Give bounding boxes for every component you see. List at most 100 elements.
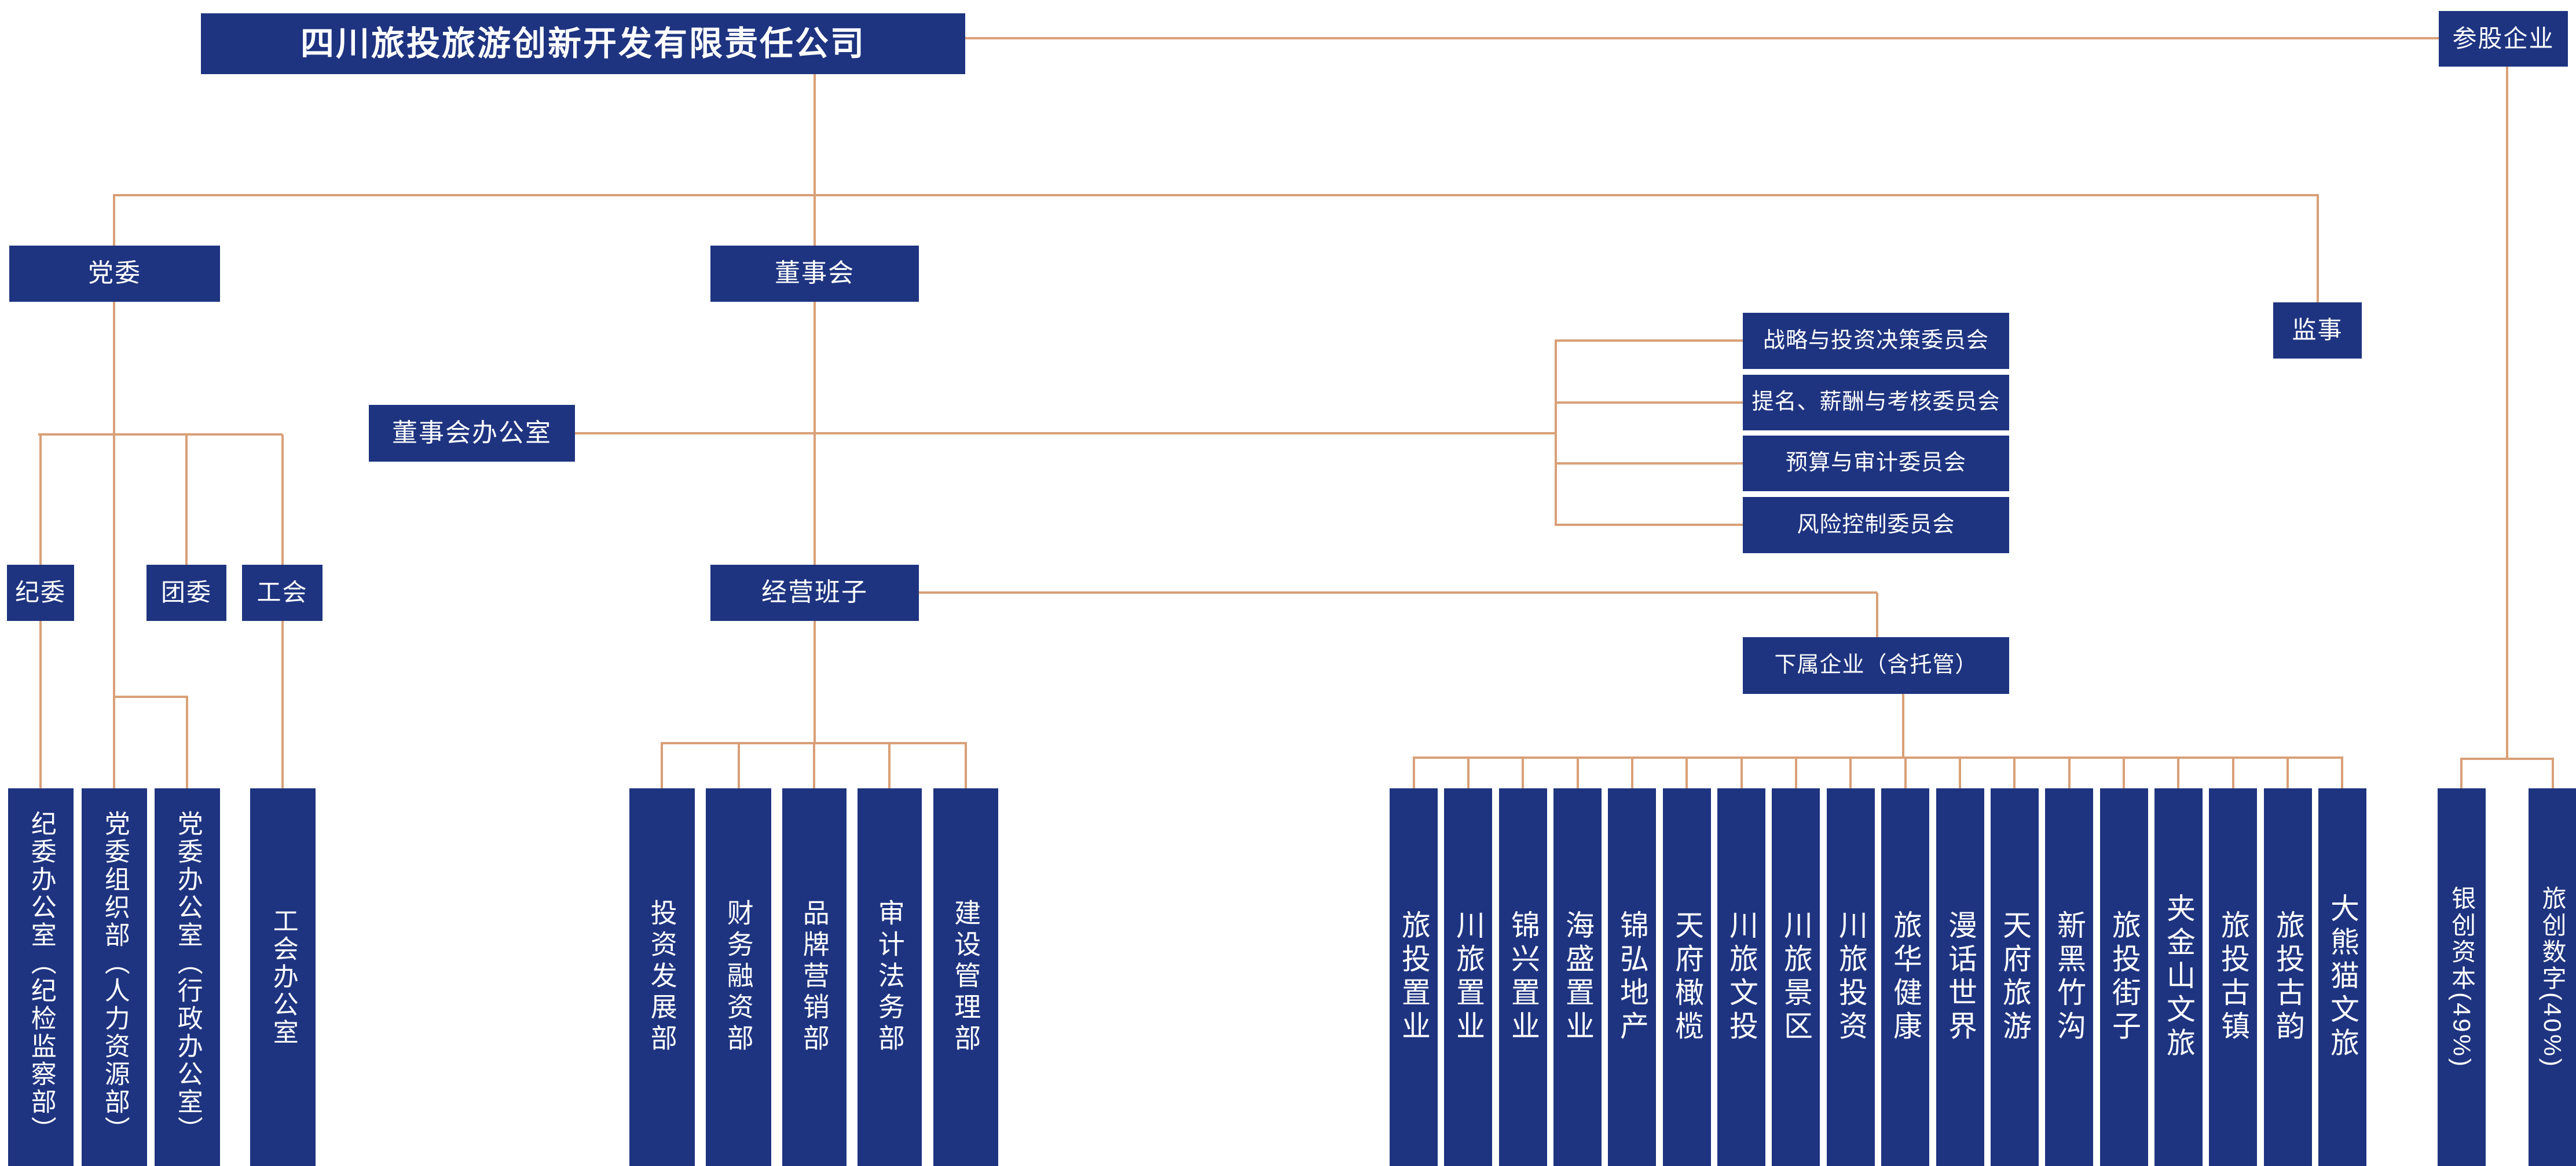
org-column-yinchuang-ziben: 银创资本(49%) bbox=[2438, 788, 2486, 1166]
org-column-label: 锦弘地产 bbox=[1616, 910, 1648, 1044]
connector-drop-jianshi bbox=[2317, 195, 2319, 302]
org-column-label: 纪委办公室（纪检监察部） bbox=[27, 810, 56, 1144]
org-node-label: 纪委 bbox=[14, 579, 66, 606]
org-column-label: 党委办公室（行政办公室） bbox=[173, 810, 202, 1144]
connector-drop-dept-5 bbox=[965, 743, 967, 788]
org-column-label: 审计法务部 bbox=[874, 899, 905, 1055]
org-node-label: 提名、薪酬与考核委员会 bbox=[1751, 390, 2000, 415]
connector-dongshihui-to-jingying bbox=[814, 302, 816, 565]
org-column-subsidiary-1: 旅投置业 bbox=[1390, 788, 1438, 1166]
connector-rail-subsidiaries bbox=[1413, 756, 2343, 759]
org-column-label: 漫话世界 bbox=[1944, 910, 1977, 1044]
org-node-gonghui: 工会 bbox=[242, 565, 323, 621]
org-node-committee-budget-audit: 预算与审计委员会 bbox=[1743, 436, 2009, 491]
org-node-dongshihui: 董事会 bbox=[710, 246, 919, 302]
connector-stub-committee-1 bbox=[1555, 339, 1743, 342]
org-column-subsidiary-3: 锦兴置业 bbox=[1499, 788, 1547, 1166]
org-column-shenji-fawu: 审计法务部 bbox=[858, 788, 922, 1166]
org-column-label: 旅投置业 bbox=[1398, 910, 1430, 1044]
connector-title-to-cangu bbox=[965, 37, 2439, 39]
org-column-subsidiary-10: 旅华健康 bbox=[1881, 788, 1929, 1166]
org-column-label: 财务融资部 bbox=[723, 899, 754, 1055]
org-node-label: 经营班子 bbox=[761, 578, 868, 607]
org-column-label: 锦兴置业 bbox=[1507, 910, 1540, 1044]
org-column-label: 工会办公室 bbox=[269, 908, 298, 1047]
org-column-label: 旅投古镇 bbox=[2217, 910, 2249, 1044]
org-node-committee-risk: 风险控制委员会 bbox=[1743, 497, 2009, 553]
connector-xiashu-to-subrail bbox=[1902, 694, 1904, 758]
connector-jingying-to-deptrail bbox=[814, 621, 816, 743]
org-column-jianshe-guanli: 建设管理部 bbox=[933, 788, 998, 1166]
org-column-label: 旅华健康 bbox=[1889, 910, 1922, 1044]
org-column-label: 旅投街子 bbox=[2108, 910, 2141, 1044]
org-node-label: 董事会办公室 bbox=[392, 418, 552, 447]
connector-drop-dongshihui bbox=[814, 195, 816, 246]
org-node-tuanwei: 团委 bbox=[146, 565, 226, 621]
org-column-label: 银创资本(49%) bbox=[2448, 885, 2476, 1069]
org-column-touzi-fazhan: 投资发展部 bbox=[629, 788, 695, 1166]
org-column-zuzhibu: 党委组织部（人力资源部） bbox=[82, 788, 147, 1166]
org-column-subsidiary-15: 夹金山文旅 bbox=[2154, 788, 2203, 1166]
org-column-subsidiary-14: 旅投街子 bbox=[2100, 788, 2148, 1166]
connector-drop-sub-9 bbox=[1849, 758, 1852, 788]
org-root-title: 四川旅投旅游创新开发有限责任公司 bbox=[201, 13, 965, 74]
connector-dangwei-down-1 bbox=[113, 302, 115, 434]
connector-drop-zuzhibu bbox=[113, 697, 115, 788]
connector-rail-invested bbox=[2460, 758, 2554, 760]
org-column-pinpai-yingxiao: 品牌营销部 bbox=[782, 788, 847, 1166]
org-column-gonghui-bangongshi: 工会办公室 bbox=[250, 788, 316, 1166]
connector-drop-sub-10 bbox=[1904, 758, 1907, 788]
org-column-caiwu-rongzi: 财务融资部 bbox=[706, 788, 771, 1166]
connector-drop-dangwei bbox=[113, 195, 115, 246]
org-column-lvchuang-shuzi: 旅创数字(40%) bbox=[2529, 788, 2576, 1166]
connector-jiwei-to-office bbox=[39, 621, 42, 788]
org-node-label: 工会 bbox=[256, 579, 308, 606]
org-column-label: 夹金山文旅 bbox=[2163, 893, 2195, 1061]
org-node-jiwei: 纪委 bbox=[7, 565, 74, 621]
connector-feed-committees bbox=[575, 432, 1557, 434]
org-column-subsidiary-12: 天府旅游 bbox=[1991, 788, 2039, 1166]
connector-drop-sub-4 bbox=[1577, 758, 1579, 788]
org-column-label: 新黑竹沟 bbox=[2053, 910, 2086, 1044]
org-column-label: 海盛置业 bbox=[1562, 910, 1594, 1044]
connector-drop-jiwei bbox=[39, 434, 42, 565]
org-column-subsidiary-2: 川旅置业 bbox=[1444, 788, 1492, 1166]
connector-rail-party-offices bbox=[113, 696, 188, 698]
org-column-subsidiary-7: 川旅文投 bbox=[1717, 788, 1765, 1166]
org-column-label: 大熊猫文旅 bbox=[2326, 893, 2359, 1061]
org-node-label: 党委 bbox=[88, 259, 141, 288]
org-column-subsidiary-18: 大熊猫文旅 bbox=[2318, 788, 2366, 1166]
org-node-cangu-qiye: 参股企业 bbox=[2439, 11, 2568, 67]
org-column-subsidiary-4: 海盛置业 bbox=[1553, 788, 1602, 1166]
connector-drop-sub-15 bbox=[2177, 758, 2179, 788]
org-column-label: 川旅置业 bbox=[1452, 910, 1485, 1044]
connector-drop-sub-11 bbox=[1959, 758, 1961, 788]
org-column-label: 川旅投资 bbox=[1835, 910, 1867, 1044]
org-column-label: 天府橄榄 bbox=[1671, 910, 1703, 1044]
org-column-label: 建设管理部 bbox=[951, 899, 981, 1055]
org-column-subsidiary-6: 天府橄榄 bbox=[1663, 788, 1711, 1166]
org-node-jianshi: 监事 bbox=[2273, 302, 2362, 359]
org-node-dangwei: 党委 bbox=[9, 246, 220, 302]
connector-drop-tuanwei bbox=[185, 434, 188, 565]
org-node-label: 下属企业（含托管） bbox=[1774, 653, 1978, 678]
org-column-subsidiary-11: 漫话世界 bbox=[1936, 788, 1984, 1166]
org-column-label: 品牌营销部 bbox=[799, 899, 830, 1055]
org-node-label: 监事 bbox=[2292, 316, 2343, 344]
connector-drop-sub-16 bbox=[2232, 758, 2234, 788]
org-column-subsidiary-17: 旅投古韵 bbox=[2264, 788, 2312, 1166]
org-column-subsidiary-9: 川旅投资 bbox=[1827, 788, 1875, 1166]
org-column-label: 旅创数字(40%) bbox=[2539, 885, 2567, 1069]
connector-drop-sub-6 bbox=[1685, 758, 1688, 788]
connector-drop-invested-2 bbox=[2552, 759, 2554, 788]
org-column-subsidiary-8: 川旅景区 bbox=[1772, 788, 1820, 1166]
connector-drop-sub-17 bbox=[2286, 758, 2289, 788]
org-node-label: 团委 bbox=[160, 579, 212, 606]
connector-drop-dangweibangongshi bbox=[186, 697, 188, 788]
connector-drop-sub-8 bbox=[1795, 758, 1797, 788]
connector-rail-top bbox=[113, 194, 2319, 196]
org-node-label: 战略与投资决策委员会 bbox=[1762, 328, 1989, 353]
connector-drop-sub-7 bbox=[1740, 758, 1743, 788]
connector-drop-invested-1 bbox=[2460, 759, 2463, 788]
